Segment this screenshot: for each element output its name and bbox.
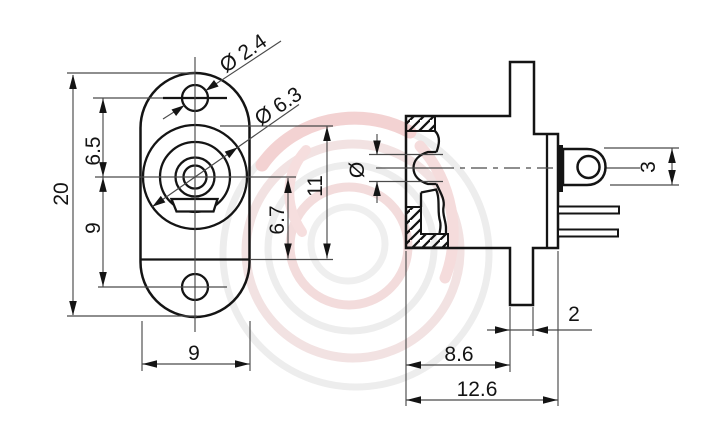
dim-bottom-hole-offset-label: 9: [82, 222, 105, 234]
cavity-notch: [420, 188, 442, 235]
lug-hole: [576, 154, 601, 180]
dim-top-hole-offset: 6.5: [82, 98, 107, 287]
dim-center-to-shoulder: 6.7: [266, 178, 292, 259]
flange-hatch-top: [405, 115, 436, 132]
side-view-dimensions: Ø 3 2 8.6: [346, 134, 679, 406]
flange-outline: [139, 71, 251, 319]
side-view: [376, 60, 640, 307]
dim-overall-depth-label: 12.6: [457, 378, 498, 401]
cavity-wall-lower: [435, 183, 448, 234]
dim-pin-dia: Ø: [346, 134, 443, 203]
dim-body-depth-label: 8.6: [444, 343, 473, 366]
dim-mount-hole-dia-label: Ø 2.4: [216, 30, 272, 78]
dim-bottom-hole-offset: 9: [82, 177, 107, 287]
cavity-wall-upper: [434, 130, 441, 153]
dim-barrel-dia-label: Ø 6.3: [251, 83, 306, 131]
front-view-dimensions: 20 6.5 9 9 11: [50, 30, 333, 371]
dim-barrel-height-label: 11: [304, 175, 327, 197]
lug-mount-strip: [557, 145, 563, 192]
side-body-outline: [404, 60, 560, 307]
dim-overall-height-label: 20: [50, 182, 73, 205]
dim-center-to-shoulder-label: 6.7: [266, 205, 289, 234]
dim-pin-dia-label: Ø: [346, 162, 369, 178]
dim-lug-height: 3: [604, 147, 679, 186]
dim-overall-depth: 12.6: [406, 251, 559, 406]
front-view: [93, 57, 296, 332]
terminal-pin-upper: [557, 205, 620, 215]
dim-top-hole-offset-label: 6.5: [82, 136, 105, 165]
dim-lug-height-label: 3: [637, 161, 660, 173]
dim-barrel-height: 11: [220, 125, 333, 261]
dim-body-depth: 8.6: [405, 251, 510, 406]
dim-overall-height: 20: [50, 72, 197, 317]
dim-body-width-label: 9: [188, 342, 200, 365]
dim-tab-width-label: 2: [568, 303, 580, 326]
dim-tab-width: 2: [487, 303, 592, 372]
terminal-pin-lower: [557, 228, 619, 238]
dim-body-width: 9: [141, 321, 251, 371]
